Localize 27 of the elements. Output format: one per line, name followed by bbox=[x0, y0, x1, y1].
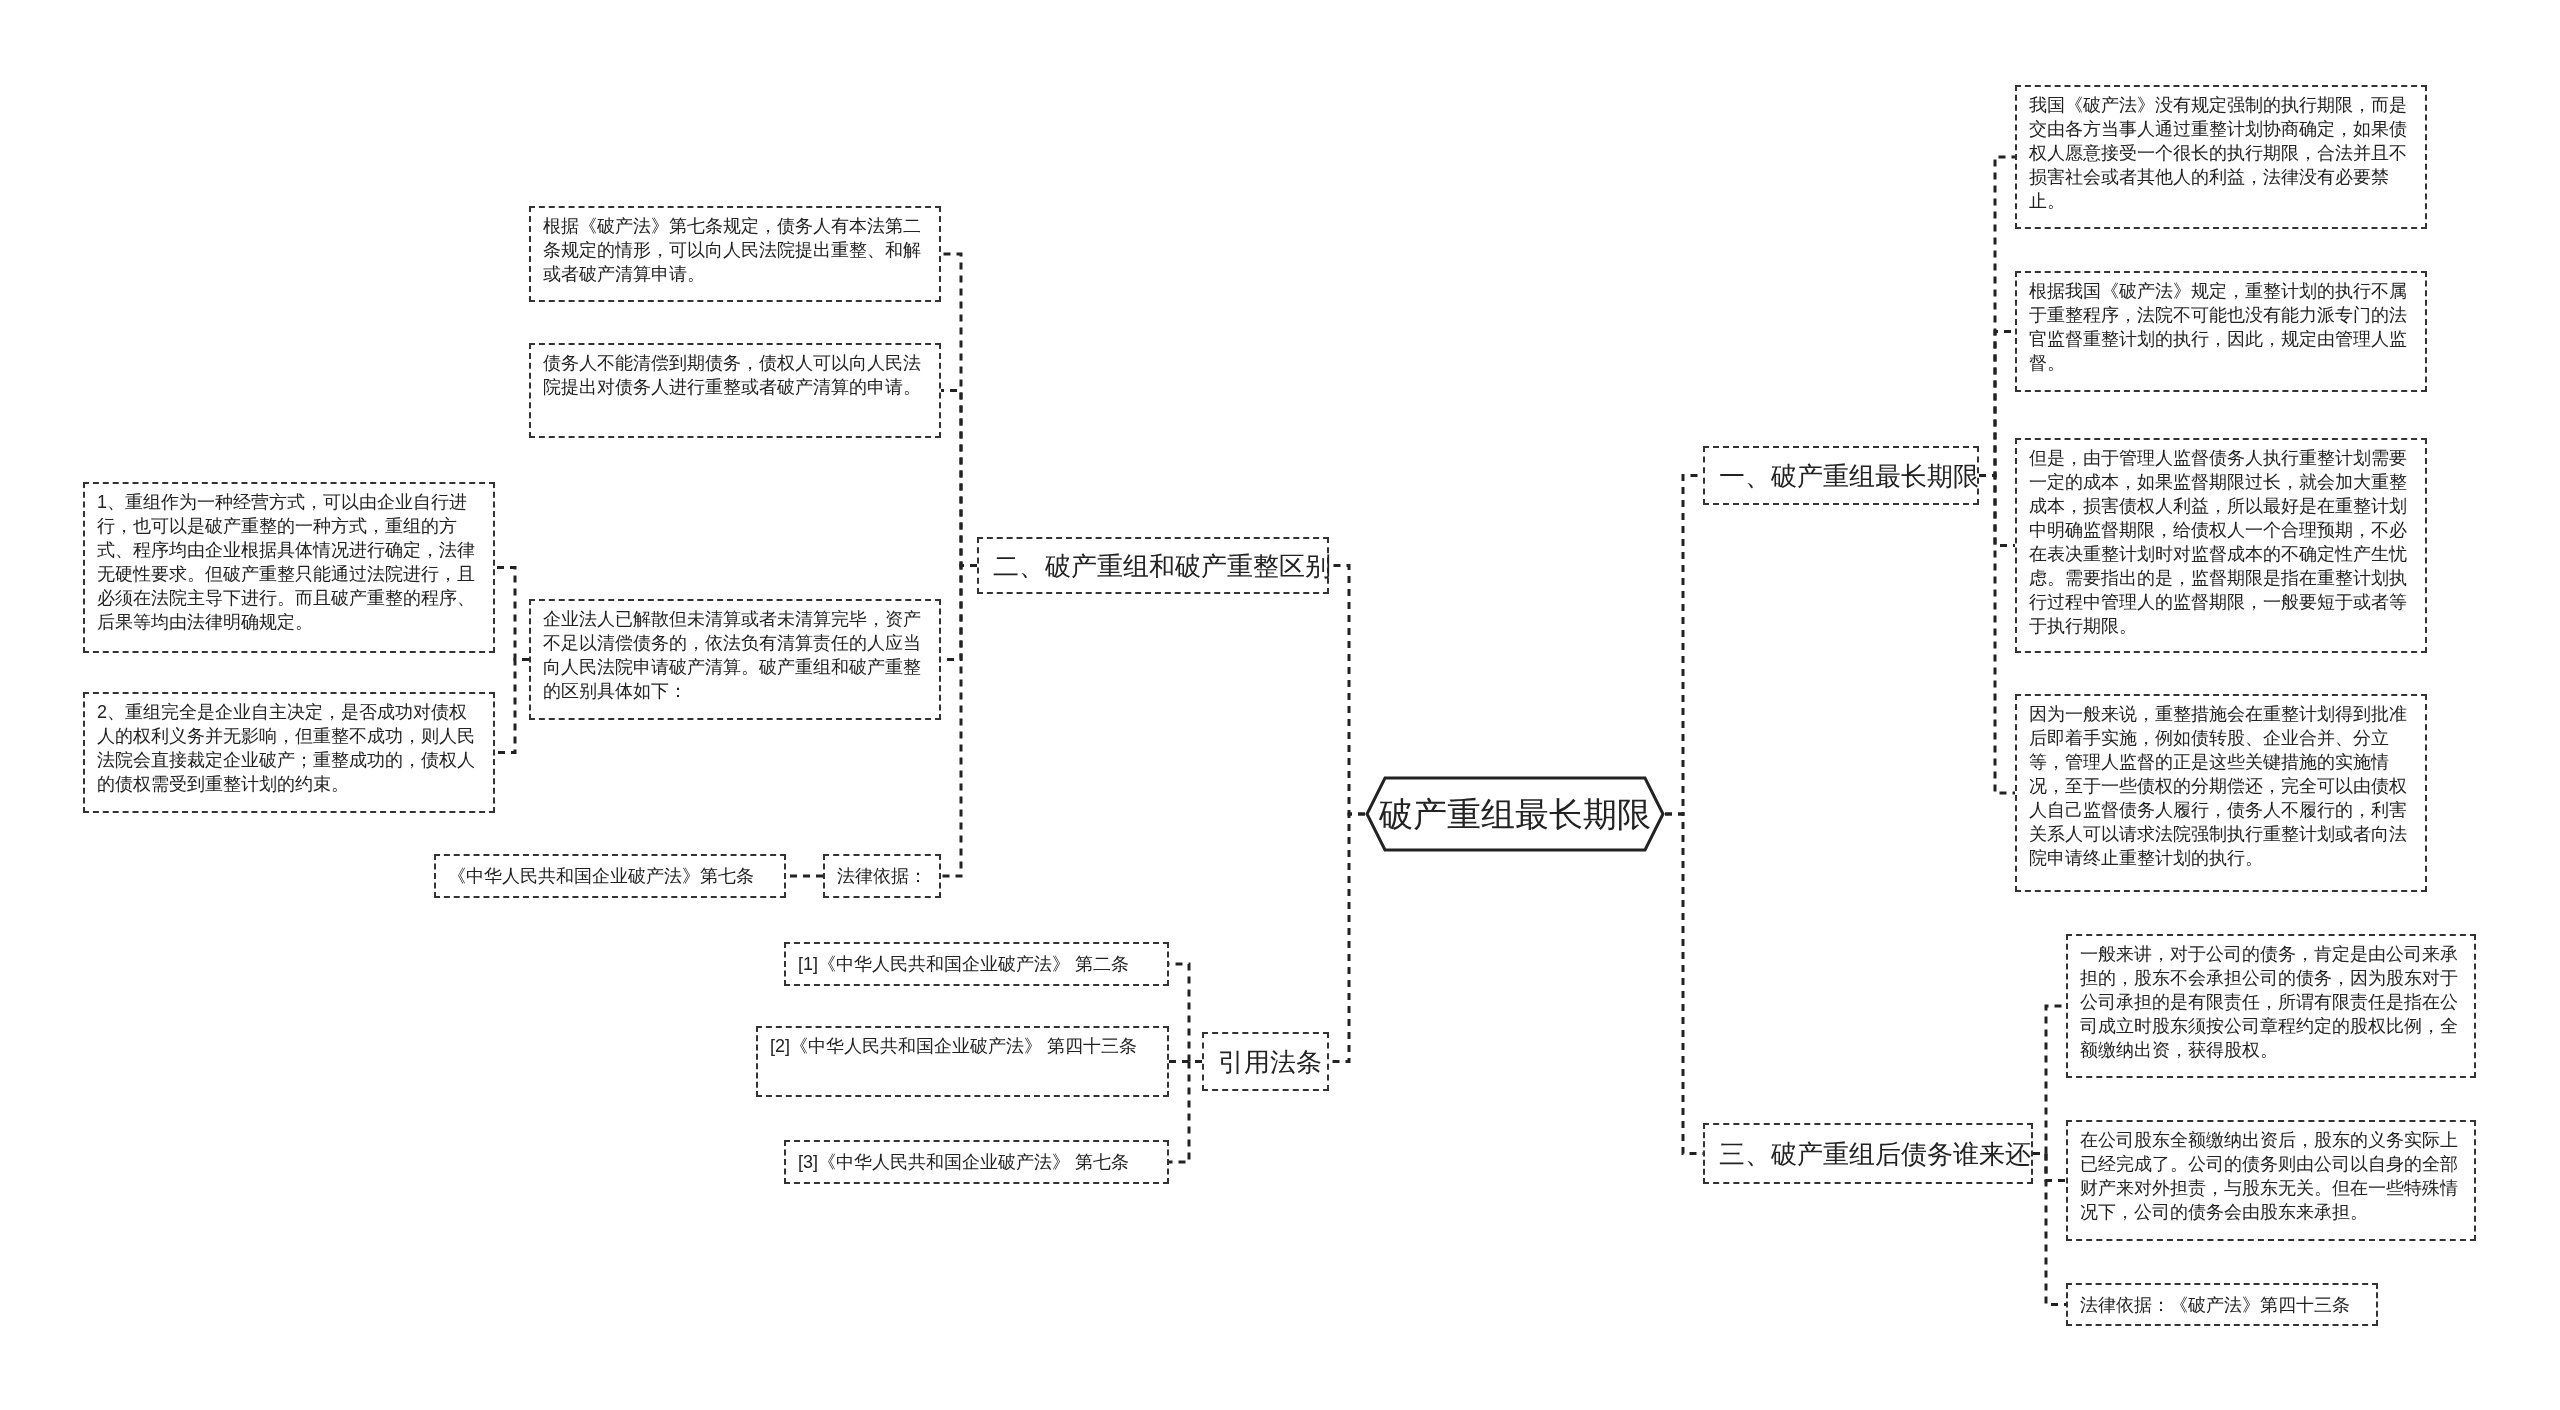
connector-line bbox=[495, 658, 529, 754]
branch-topic-box: 引用法条 bbox=[1202, 1032, 1329, 1091]
text-note-box: 《中华人民共和国企业破产法》第七条 bbox=[434, 854, 786, 898]
text-note-box: 在公司股东全额缴纳出资后，股东的义务实际上已经完成了。公司的债务则由公司以自身的全部财产来对外担责，与股东无关。但在一些特殊情况下，公司的债务会由股东来承担。 bbox=[2066, 1120, 2476, 1241]
text-note-box: 因为一般来说，重整措施会在重整计划得到批准后即着手实施，例如债转股、企业合并、分立等，管理人监督的正是这些关键措施的实施情况，至于一些债权的分期偿还，完全可以由债权人自己监督债务人履行，债务人不履行的，利害关系人可以请求法院强制执行重整计划或者向法院申请终止重整计划的执行。 bbox=[2015, 694, 2427, 892]
connector-line bbox=[941, 564, 977, 878]
text-note-box: 企业法人已解散但未清算或者未清算完毕，资产不足以清偿债务的，依法负有清算责任的人应当向人民法院申请破产清算。破产重组和破产重整的区别具体如下： bbox=[529, 599, 941, 720]
central-topic-hexagon: 破产重组最长期限 bbox=[1365, 776, 1665, 852]
text-note-box: 法律依据：《破产法》第四十三条 bbox=[2066, 1283, 2378, 1326]
connector-line bbox=[1979, 474, 2015, 795]
text-note-box: 1、重组作为一种经营方式，可以由企业自行进行，也可以是破产重整的一种方式，重组的方式、程序均由企业根据具体情况进行确定，法律无硬性要求。但破产重整只能通过法院进行，且必须在法院主导下进行。而且破产重整的程序、后果等均由法律明确规定。 bbox=[83, 482, 495, 653]
text-note-box: 我国《破产法》没有规定强制的执行期限，而是交由各方当事人通过重整计划协商确定，如果债权人愿意接受一个很长的执行期限，合法并且不损害社会或者其他人的利益，法律没有必要禁止。 bbox=[2015, 85, 2427, 229]
text-note-box: 法律依据： bbox=[823, 854, 941, 898]
text-note-box: 根据《破产法》第七条规定，债务人有本法第二条规定的情形，可以向人民法院提出重整、和解或者破产清算申请。 bbox=[529, 206, 941, 302]
branch-topic-box: 二、破产重组和破产重整区别 bbox=[977, 537, 1329, 594]
connector-line bbox=[1169, 1060, 1202, 1164]
text-note-box: [2]《中华人民共和国企业破产法》 第四十三条 bbox=[756, 1026, 1169, 1097]
branch-topic-box: 一、破产重组最长期限 bbox=[1703, 446, 1979, 505]
text-note-box: [1]《中华人民共和国企业破产法》 第二条 bbox=[784, 942, 1169, 986]
branch-topic-box: 三、破产重组后债务谁来还 bbox=[1703, 1123, 2033, 1184]
text-note-box: 2、重组完全是企业自主决定，是否成功对债权人的权利义务并无影响，但重整不成功，则人民法院会直接裁定企业破产；重整成功的，债权人的债权需受到重整计划的约束。 bbox=[83, 692, 495, 813]
text-note-box: 一般来讲，对于公司的债务，肯定是由公司来承担的，股东不会承担公司的债务，因为股东对于公司承担的是有限责任，所谓有限责任是指在公司成立时股东须按公司章程约定的股权比例，全额缴纳出资，获得股权。 bbox=[2066, 934, 2476, 1078]
text-note-box: 根据我国《破产法》规定，重整计划的执行不属于重整程序，法院不可能也没有能力派专门的法官监督重整计划的执行，因此，规定由管理人监督。 bbox=[2015, 271, 2427, 392]
text-note-box: [3]《中华人民共和国企业破产法》 第七条 bbox=[784, 1140, 1169, 1184]
text-note-box: 但是，由于管理人监督债务人执行重整计划需要一定的成本，如果监督期限过长，就会加大重整成本，损害债权人利益，所以最好是在重整计划中明确监督期限，给债权人一个合理预期，不必在表决重整计划时对监督成本的不确定性产生忧虑。需要指出的是，监督期限是指在重整计划执行过程中管理人的监督期限，一般要短于或者等于执行期限。 bbox=[2015, 438, 2427, 653]
connector-line bbox=[2033, 1152, 2066, 1306]
text-note-box: 债务人不能清偿到期债务，债权人可以向人民法院提出对债务人进行重整或者破产清算的申请。 bbox=[529, 343, 941, 438]
